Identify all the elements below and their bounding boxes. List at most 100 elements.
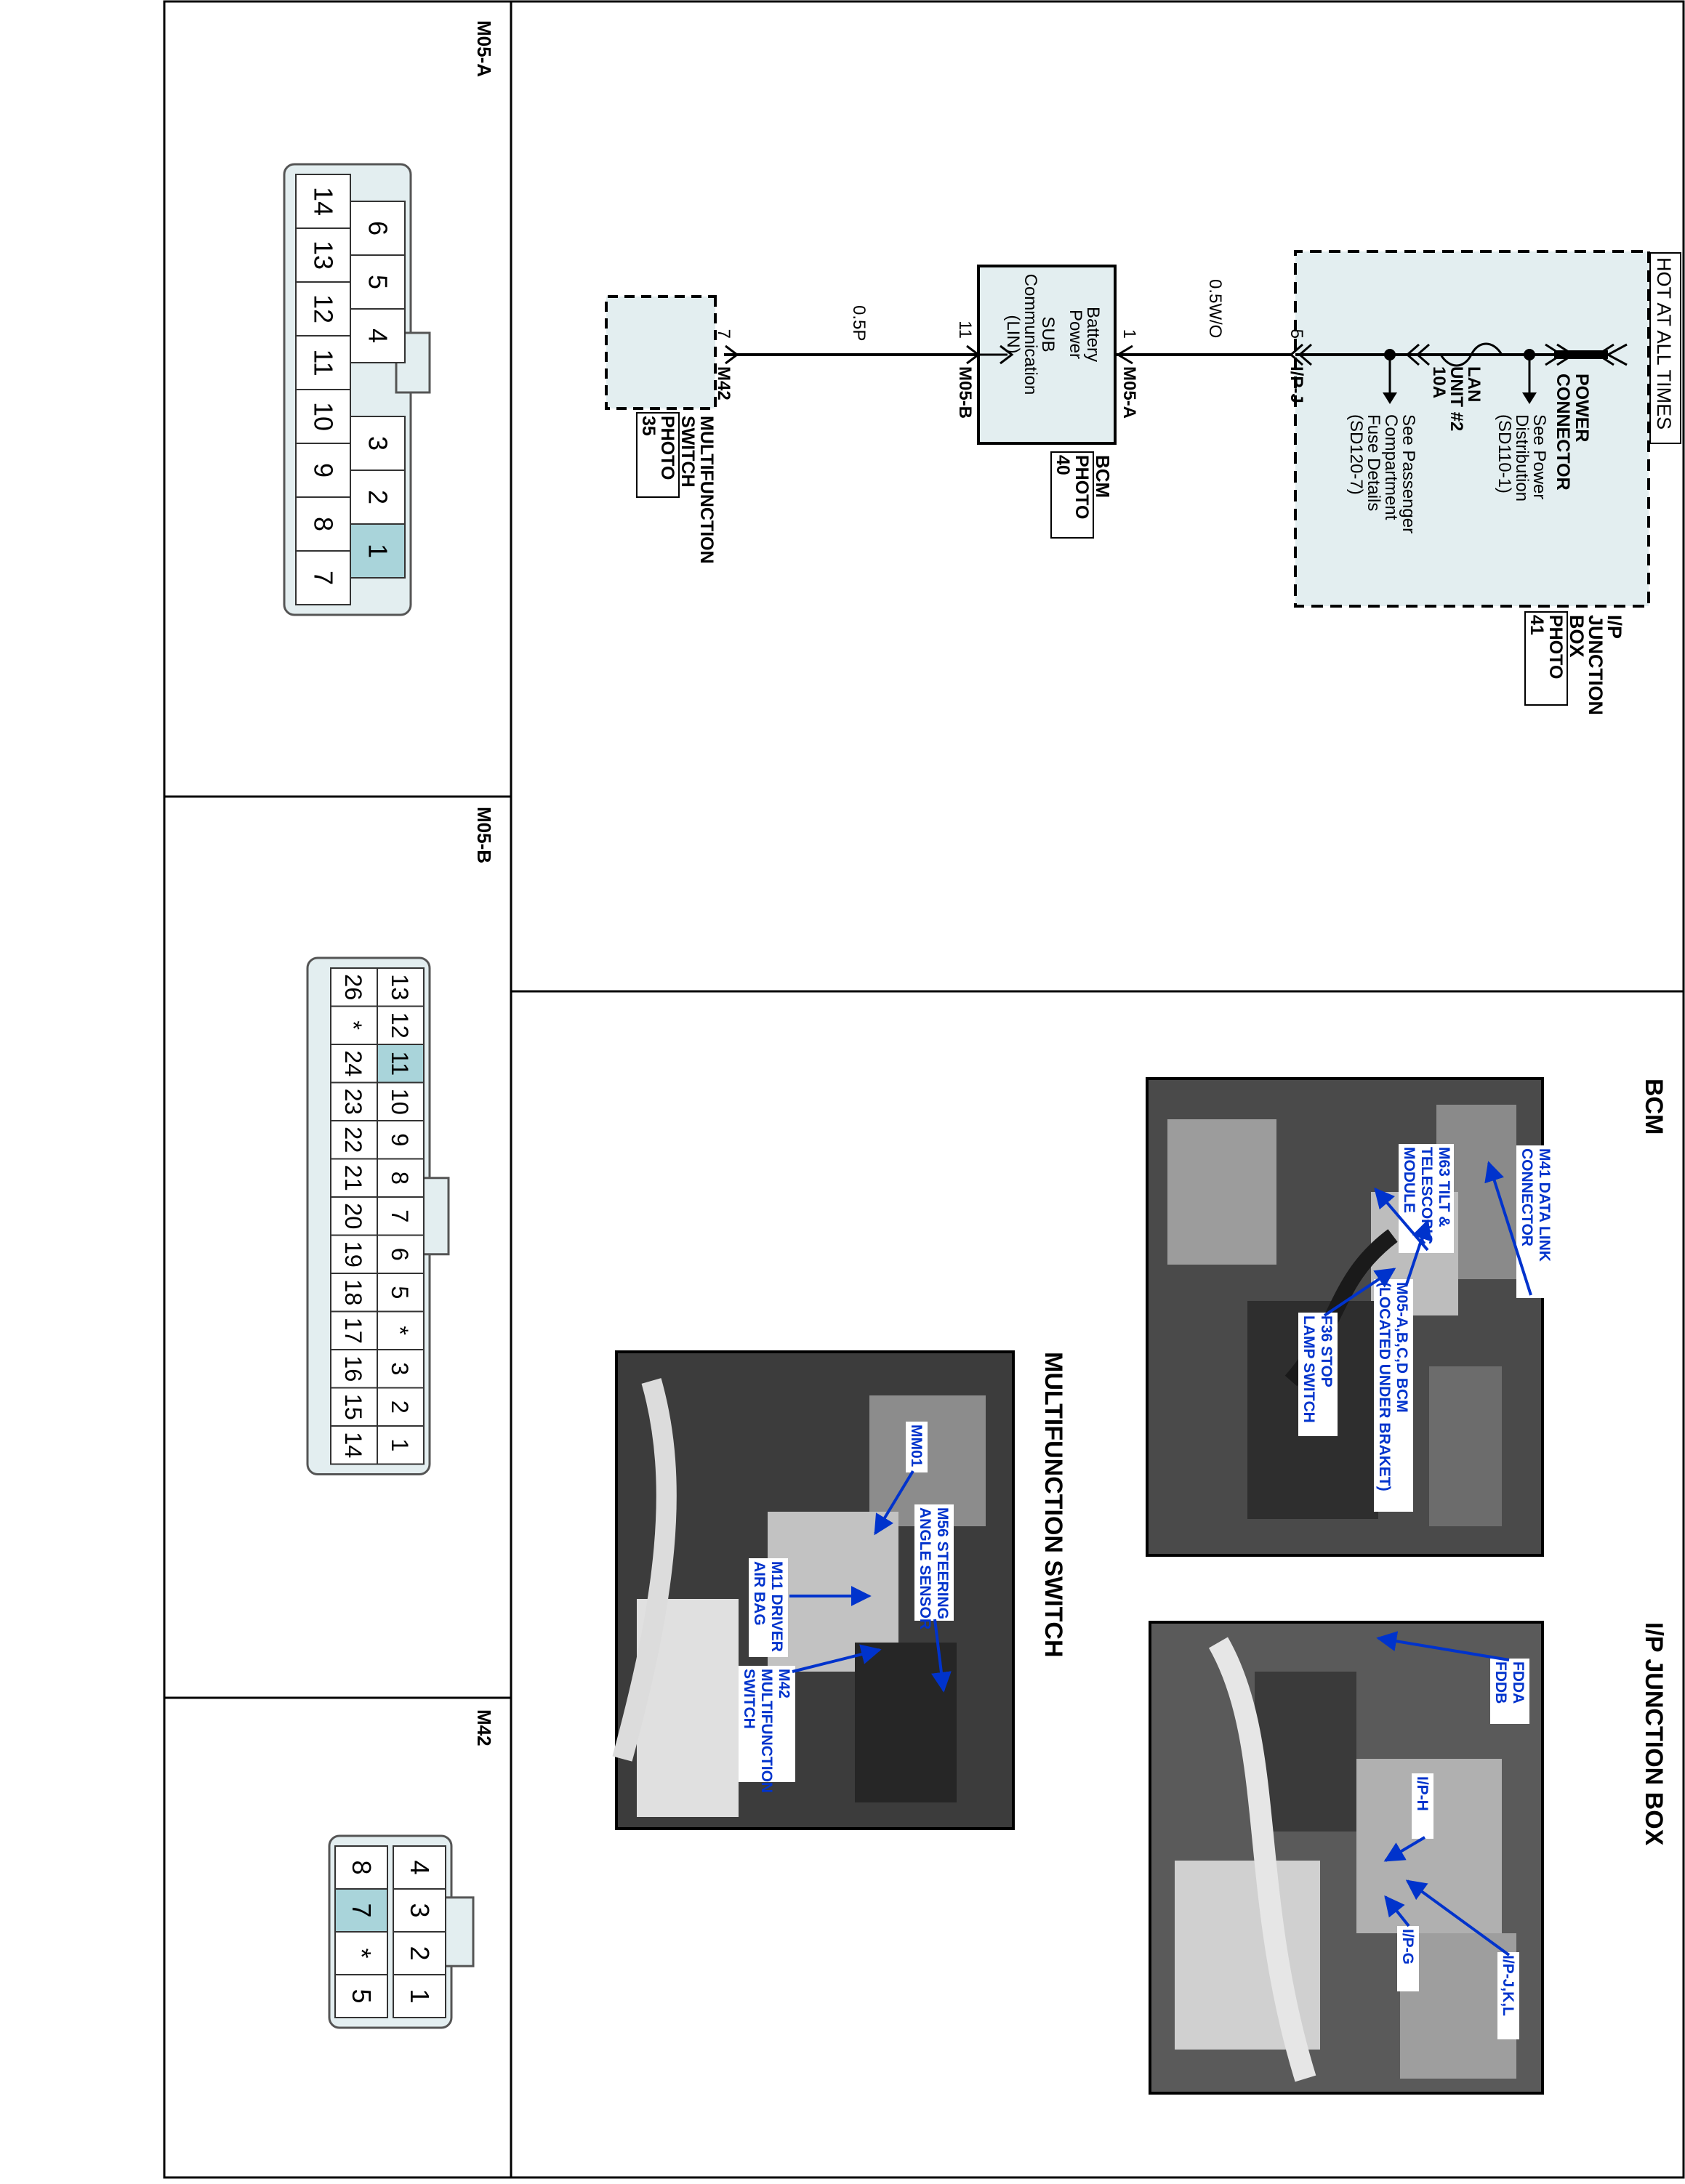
svg-text:JUNCTION: JUNCTION — [1585, 615, 1606, 715]
connector-label: M05-B — [473, 807, 495, 863]
connector-pin-number: 24 — [340, 1050, 366, 1076]
bcm-inner-bottom: Communication — [1021, 274, 1040, 395]
bcm-name: BCM — [1092, 455, 1114, 498]
connector-view-m05b: M05-B1312111098765*32126*242322212019181… — [306, 807, 495, 1475]
bcm-photo-box — [1050, 451, 1094, 539]
m63-label: TELESCOPIC — [1418, 1147, 1435, 1244]
connector-pin-number: 11 — [387, 1051, 413, 1076]
ipjkl-arrow — [1405, 1879, 1511, 1957]
m05a-label: M05-A — [1119, 366, 1139, 419]
connector-pin-number: 13 — [387, 974, 413, 1000]
connector-pin-number: 2 — [363, 490, 393, 504]
schematic: HOT AT ALL TIMES I/P JUNCTION BOX PHOTO … — [605, 250, 1681, 715]
ipg-label: I/P-G — [1399, 1929, 1416, 1965]
connector-pin-number: 8 — [309, 517, 339, 531]
connector-pin-number: 12 — [387, 1012, 413, 1039]
bcm-photo — [1146, 1077, 1544, 1557]
mfs-name: MULTIFUNCTION — [696, 416, 717, 564]
label-backdrop — [906, 1422, 928, 1472]
bcm-photo-label: PHOTO — [1071, 455, 1092, 519]
mfs-name: SWITCH — [677, 416, 698, 488]
fdda-label: FDDA — [1510, 1661, 1527, 1704]
ipjb-photo-texture — [1208, 1637, 1316, 2082]
connector-label: M05-A — [473, 20, 495, 77]
m42-photo-label: MULTIFUNCTION — [758, 1669, 775, 1793]
m42-photo-label: M42 — [776, 1669, 792, 1699]
connector-pin — [334, 1974, 388, 2018]
connector-pin-number: 23 — [340, 1089, 366, 1115]
ipjb-photo-title: I/P JUNCTION BOX — [1640, 1622, 1668, 1846]
ipjb-photo-labels: FDDA FDDB I/P-H I/P-G I/P-J,K,L — [1376, 1631, 1529, 2039]
connector-pin — [295, 550, 351, 605]
mfs-photo-number: 35 — [638, 416, 659, 436]
connector-pin-number: 9 — [309, 463, 339, 478]
bcm-photo-number: 40 — [1053, 455, 1073, 475]
jb-photo-box — [1524, 611, 1568, 706]
connector-pin-number: 4 — [405, 1860, 435, 1874]
m42-label: M42 — [714, 366, 733, 400]
connector-pin-number: 13 — [309, 241, 339, 270]
fuse-label: LAN — [1464, 366, 1484, 402]
connector-pin-number: 10 — [309, 402, 339, 431]
m05-label: (LOCATED UNDER BRAKET) — [1376, 1282, 1393, 1491]
connector-pin-number: 8 — [347, 1860, 377, 1874]
power-ref: (SD110-1) — [1495, 414, 1514, 493]
mfs-photo — [612, 1350, 1015, 1830]
bcm-photo-texture — [1167, 1119, 1276, 1265]
ipjkl-label: I/P-J,K,L — [1500, 1955, 1516, 2016]
label-backdrop — [1497, 1952, 1519, 2039]
m56-arrow — [931, 1619, 952, 1693]
m05-arrow — [1404, 1219, 1432, 1287]
connector-pin-number: 1 — [363, 544, 393, 558]
ipj-pin: 5 — [1287, 329, 1306, 339]
multifunction-switch-box — [605, 295, 717, 410]
fuse-ref: (SD120-7) — [1346, 414, 1366, 495]
fdda-label: FDDB — [1492, 1661, 1509, 1704]
connector-views: M05-A6543211413121110987M05-B13121110987… — [283, 20, 495, 2029]
mfs-photo-box — [636, 412, 680, 498]
bcm-lin-arrow — [1000, 344, 1014, 365]
mfs-photo-label: PHOTO — [657, 416, 677, 480]
connector-pin-number: 8 — [387, 1172, 413, 1185]
photo-section: BCM M41 DATA LINK CONNECTOR M63 TILT & T… — [612, 1077, 1668, 2095]
bcm-inner-top: Power — [1066, 310, 1085, 359]
power-connector-label: POWER — [1572, 374, 1592, 442]
mfs-photo-title: MULTIFUNCTION SWITCH — [1039, 1352, 1067, 1658]
connector-pin-number: 5 — [347, 1988, 377, 2003]
connector-pin-number: 6 — [363, 221, 393, 235]
fuse-ref: See Passenger — [1399, 414, 1418, 533]
label-backdrop — [739, 1666, 795, 1782]
jb-name-line: BOX — [1566, 615, 1588, 658]
fuse-ref: Fuse Details — [1364, 414, 1383, 511]
svg-text:BOX: BOX — [1566, 615, 1588, 658]
connector-pin-number: 14 — [309, 187, 339, 216]
connector-pin-number: 17 — [340, 1318, 366, 1344]
connector-pin-number: 16 — [340, 1355, 366, 1382]
connector-pin-number: 12 — [309, 294, 339, 323]
ip-junction-box — [1294, 250, 1650, 608]
connector-pin-number: 2 — [405, 1946, 435, 1960]
fuse-label: 10A — [1429, 366, 1449, 398]
label-backdrop — [914, 1504, 954, 1621]
connector-pin-number: 7 — [347, 1903, 377, 1917]
ipjb-photo-texture — [1356, 1759, 1502, 1933]
ipjb-photo — [1149, 1621, 1544, 2095]
m05a-pin: 1 — [1119, 329, 1139, 339]
fuse-symbol — [1439, 342, 1503, 367]
label-backdrop — [1412, 1773, 1433, 1839]
label-backdrop — [1490, 1659, 1529, 1724]
mm01-arrow — [874, 1470, 914, 1536]
hot-label: HOT AT ALL TIMES — [1653, 257, 1675, 430]
power-connector-arrow-lower — [1545, 343, 1575, 366]
connector-pin-number: 5 — [387, 1286, 413, 1299]
m56-label: M56 STEERING — [934, 1507, 951, 1619]
connector-pin-number: 3 — [363, 436, 393, 451]
connector-pin-number: 5 — [363, 275, 393, 289]
label-backdrop — [1516, 1145, 1554, 1298]
m05a-pin-symbol — [1116, 344, 1133, 365]
wire-w-o-label: 0.5W/O — [1205, 279, 1225, 338]
m42-photo-arrow — [792, 1644, 882, 1673]
